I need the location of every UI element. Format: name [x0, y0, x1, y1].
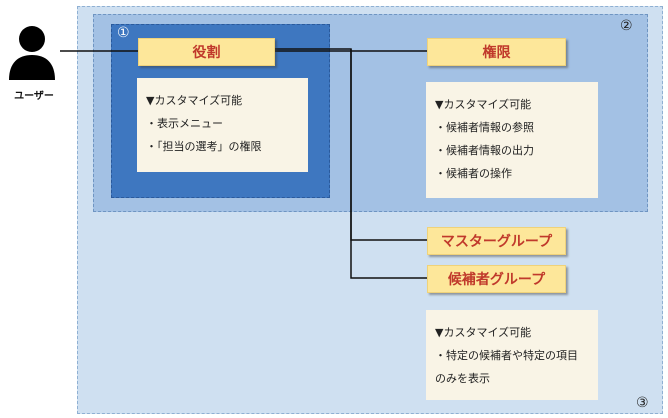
master-group-title: マスターグループ	[427, 227, 566, 255]
permission-item-export: ・候補者情報の出力	[435, 144, 534, 157]
candidate-group-description: ▼カスタマイズ可能 ・特定の候補者や特定の項目のみを表示	[426, 310, 598, 400]
permission-title: 権限	[427, 38, 566, 66]
role-heading: ▼カスタマイズ可能	[146, 94, 243, 107]
role-description: ▼カスタマイズ可能 ・表示メニュー ・「担当の選考」の権限	[137, 78, 308, 172]
connector-trunk-candidate	[350, 49, 427, 279]
region-2-number: ②	[620, 18, 633, 34]
user-label: ユーザー	[14, 91, 54, 102]
candidate-group-title: 候補者グループ	[427, 265, 566, 293]
candidate-group-heading: ▼カスタマイズ可能	[435, 326, 532, 339]
region-1-number: ①	[117, 25, 130, 41]
permission-item-view: ・候補者情報の参照	[435, 121, 534, 134]
region-3-number: ③	[636, 395, 649, 411]
role-item-menu: ・表示メニュー	[146, 117, 223, 130]
person-icon	[9, 26, 55, 80]
permission-description: ▼カスタマイズ可能 ・候補者情報の参照 ・候補者情報の出力 ・候補者の操作	[426, 82, 598, 198]
permission-heading: ▼カスタマイズ可能	[435, 98, 532, 111]
role-item-authority: ・「担当の選考」の権限	[146, 140, 262, 153]
permission-item-operate: ・候補者の操作	[435, 167, 512, 180]
candidate-group-item-filter: ・特定の候補者や特定の項目のみを表示	[435, 349, 578, 385]
role-title: 役割	[138, 38, 275, 66]
